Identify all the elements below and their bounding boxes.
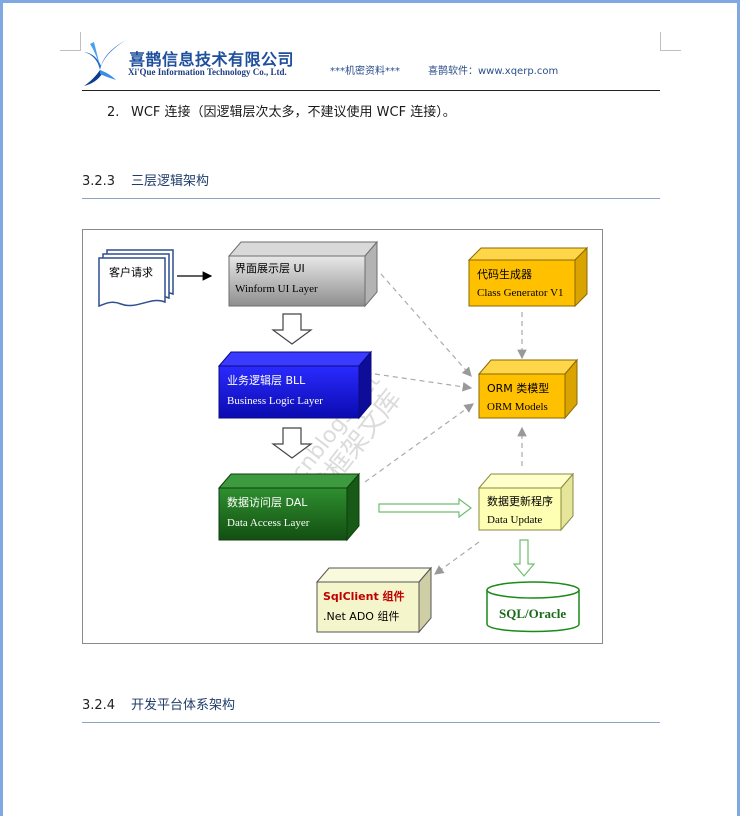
list-item: 2. WCF 连接（因逻辑层次太多，不建议使用 WCF 连接）。 — [107, 101, 456, 120]
orm-models-cn: ORM 类模型 — [487, 381, 549, 395]
data-update-en: Data Update — [487, 514, 542, 526]
code-generator-en: Class Generator V1 — [477, 287, 564, 299]
ui-layer-cn: 界面展示层 UI — [235, 262, 305, 275]
dal-layer-cn: 数据访问层 DAL — [227, 495, 308, 509]
confidential-label: ***机密资料*** — [330, 66, 400, 77]
right-arrow-dal-update — [378, 497, 472, 519]
connector-ui-orm — [380, 273, 472, 377]
list-item-text: WCF 连接（因逻辑层次太多，不建议使用 WCF 连接）。 — [131, 105, 456, 120]
section-title: 三层逻辑架构 — [131, 174, 210, 189]
section-number: 3.2.3 — [82, 174, 116, 189]
bll-layer-en: Business Logic Layer — [227, 395, 323, 407]
client-request-icon — [98, 249, 174, 308]
company-logo: 喜鹊信息技术有限公司 Xi'Que Information Technology… — [82, 36, 295, 88]
window-border-right — [737, 0, 740, 816]
data-update-box — [477, 472, 575, 532]
data-update-cn: 数据更新程序 — [487, 494, 553, 508]
list-item-number: 2. — [107, 105, 120, 120]
ui-layer-box — [227, 240, 379, 308]
section-rule — [82, 722, 660, 723]
diagram-canvas: www.cnblogs.net 开发框架文库 客户请求 界面展示层 UI Win… — [98, 240, 589, 634]
architecture-diagram: www.cnblogs.net 开发框架文库 客户请求 界面展示层 UI Win… — [82, 229, 603, 644]
code-generator-cn: 代码生成器 — [477, 267, 532, 281]
margin-corner-mark-left — [60, 32, 81, 51]
magpie-logo-icon — [84, 40, 126, 86]
orm-models-en: ORM Models — [487, 401, 548, 413]
code-generator-box — [467, 246, 589, 308]
database-icon — [486, 581, 580, 633]
database-label: SQL/Oracle — [499, 606, 566, 621]
connector-update-sqlclient — [434, 541, 480, 575]
bll-layer-box — [217, 350, 373, 420]
down-arrow-bll-dal — [271, 427, 313, 459]
dal-layer-box — [217, 472, 361, 542]
logo-company-english-name: Xi'Que Information Technology Co., Ltd. — [128, 67, 287, 77]
section-title: 开发平台体系架构 — [131, 698, 236, 713]
sqlclient-box — [315, 566, 433, 634]
section-rule — [82, 198, 660, 199]
sqlclient-cn: SqlClient 组件 — [323, 589, 405, 603]
connector-bll-orm — [374, 373, 473, 392]
logo-company-name: 喜鹊信息技术有限公司 — [129, 50, 295, 69]
down-arrow-ui-bll — [271, 313, 313, 345]
bll-layer-cn: 业务逻辑层 BLL — [227, 373, 306, 387]
client-request-label: 客户请求 — [109, 265, 153, 279]
section-heading-3-2-4: 3.2.4 开发平台体系架构 — [82, 694, 235, 713]
window-border-top — [0, 0, 740, 3]
section-number: 3.2.4 — [82, 698, 116, 713]
window-border-left — [0, 0, 3, 816]
header-website: 喜鹊软件：www.xqerp.com — [428, 66, 559, 77]
dal-layer-en: Data Access Layer — [227, 517, 310, 529]
sqlclient-en: .Net ADO 组件 — [323, 609, 399, 623]
margin-corner-mark-right — [660, 32, 681, 51]
ui-layer-en: Winform UI Layer — [235, 283, 318, 295]
down-arrow-update-db — [512, 539, 536, 577]
section-heading-3-2-3: 3.2.3 三层逻辑架构 — [82, 170, 209, 189]
orm-models-box — [477, 358, 579, 420]
connector-dal-orm — [364, 403, 474, 483]
header-rule — [82, 90, 660, 91]
